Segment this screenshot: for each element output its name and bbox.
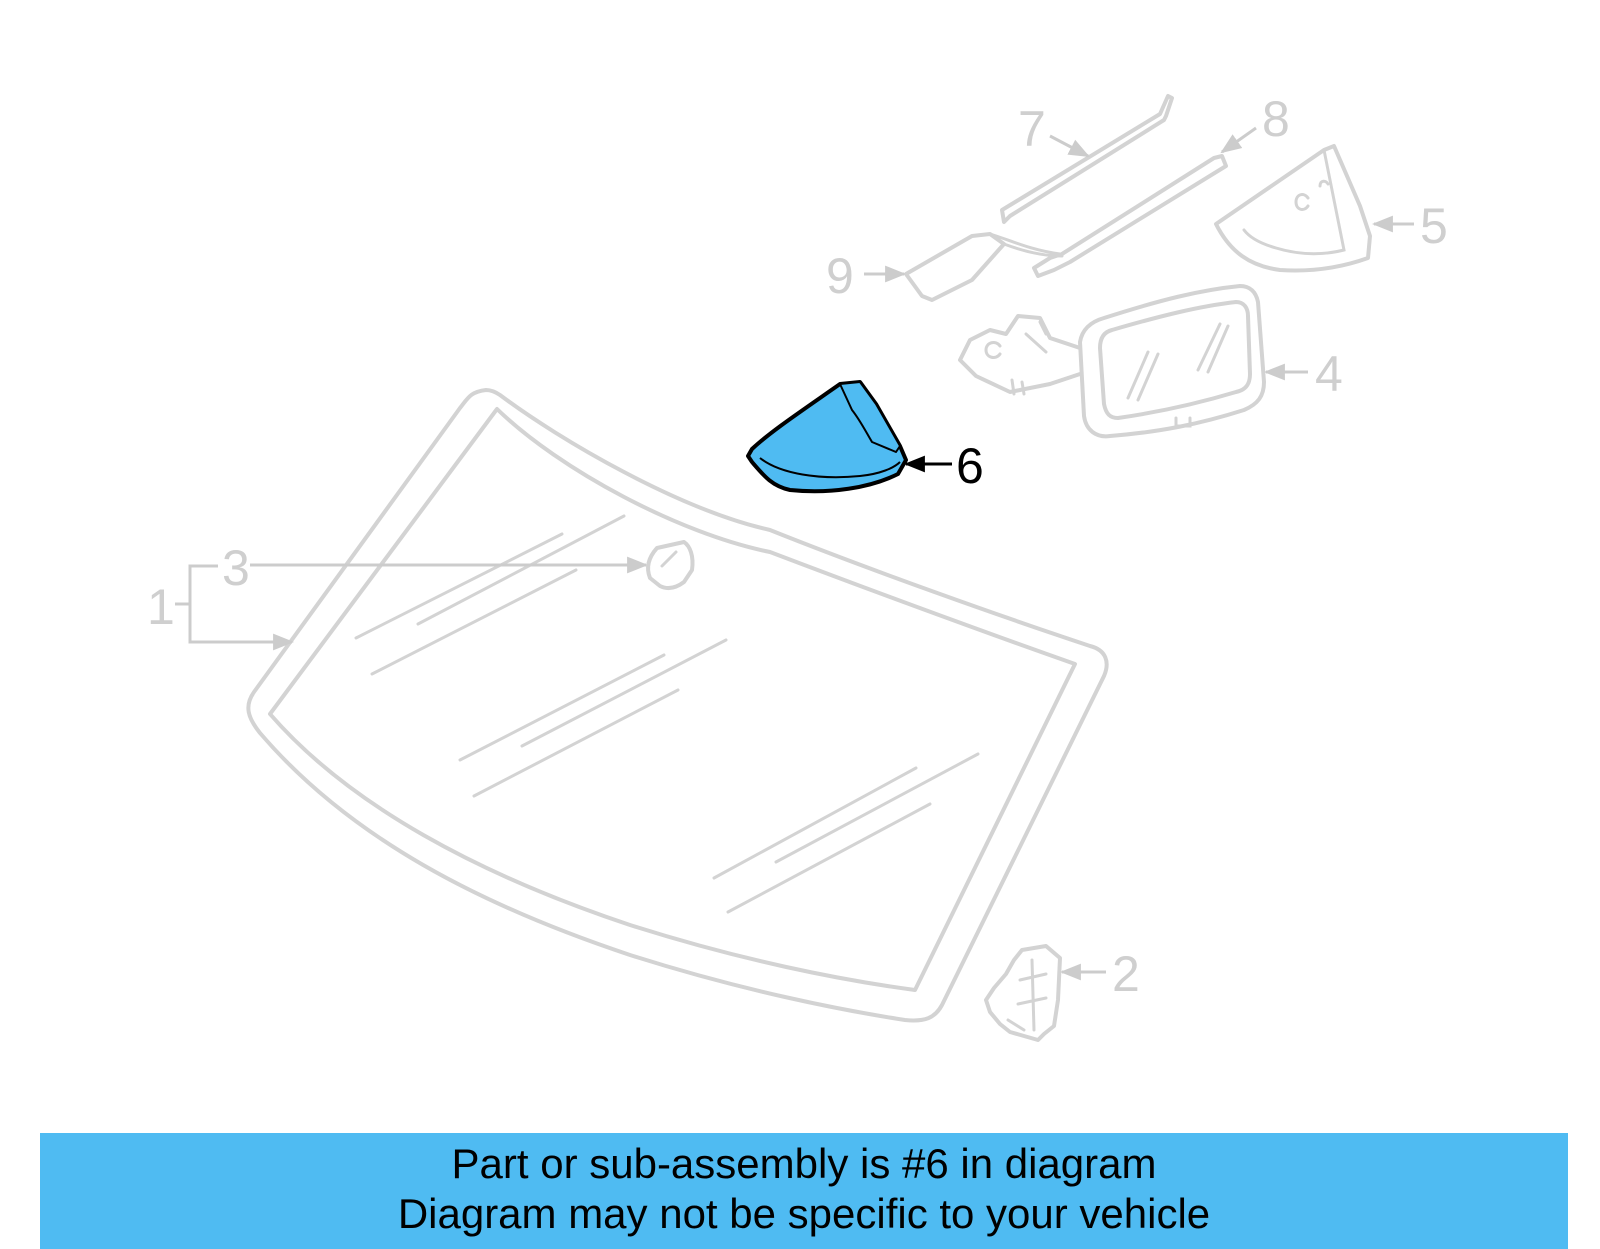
clip-part-2: 2: [984, 944, 1140, 1042]
glass-reflection-lines: [354, 514, 980, 914]
windshield-glass-part-1: [246, 388, 1109, 1023]
rail-part-8: 8: [1032, 91, 1290, 278]
callout-2-label: 2: [1112, 946, 1140, 1002]
callout-3-label: 3: [222, 540, 250, 596]
callout-9-label: 9: [826, 248, 854, 304]
banner-line-disclaimer: Diagram may not be specific to your vehi…: [397, 1190, 1211, 1237]
highlighted-cover-part-6: 6: [746, 380, 984, 494]
callout-7-label: 7: [1018, 101, 1046, 157]
info-banner: Part or sub-assembly is #6 in diagram Di…: [40, 1133, 1568, 1249]
callout-group-1-3: 1 3: [147, 540, 649, 651]
bracket-part-3: [646, 540, 695, 591]
banner-line-part-number: Part or sub-assembly is #6 in diagram: [451, 1140, 1157, 1187]
callout-4-label: 4: [1315, 346, 1343, 402]
trim-strip-part-7: 7: [1000, 94, 1174, 224]
cover-part-5: 5: [1214, 144, 1448, 273]
rear-view-mirror-part-4: 4: [958, 284, 1343, 439]
callout-1-label: 1: [147, 579, 175, 635]
callout-8-label: 8: [1262, 91, 1290, 147]
bracket-part-9: 9: [826, 232, 1064, 304]
callout-5-label: 5: [1420, 198, 1448, 254]
callout-6-label: 6: [956, 438, 984, 494]
